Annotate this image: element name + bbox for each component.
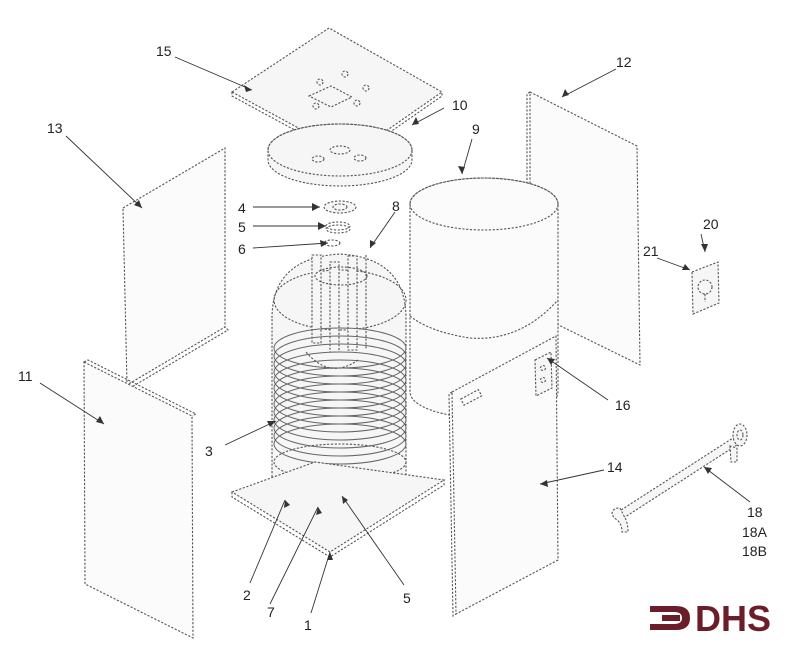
label-20: 20 (703, 216, 719, 232)
front-panel-14 (448, 335, 559, 618)
label-7: 7 (267, 604, 275, 620)
side-panel-11 (83, 359, 198, 639)
base-plate-1 (230, 461, 446, 558)
label-1: 1 (304, 617, 312, 633)
label-5-upper: 5 (238, 219, 246, 235)
gasket-5-upper (325, 221, 351, 234)
fitting-4 (323, 200, 357, 214)
label-11: 11 (18, 368, 33, 384)
thermostat-plate-21 (691, 261, 720, 315)
dhs-logo-text: DHS (695, 598, 771, 639)
label-14: 14 (607, 459, 623, 475)
label-10: 10 (452, 97, 468, 113)
label-18A: 18A (742, 524, 768, 540)
label-13: 13 (47, 120, 63, 136)
part-labels: 15 10 9 12 13 4 5 6 8 20 21 11 3 16 14 1… (18, 43, 768, 633)
label-18: 18 (747, 504, 763, 520)
leader-arrowheads (96, 85, 712, 560)
label-6: 6 (238, 241, 246, 257)
label-5-lower: 5 (403, 590, 411, 606)
side-panel-13 (122, 147, 229, 389)
label-18B: 18B (742, 543, 767, 559)
coil-heat-exchanger-3 (273, 327, 407, 481)
label-15: 15 (156, 43, 172, 59)
label-21: 21 (643, 243, 659, 259)
label-9: 9 (472, 121, 480, 137)
label-2: 2 (243, 587, 251, 603)
pipe-assembly-18 (611, 423, 748, 533)
label-4: 4 (238, 200, 246, 216)
label-8: 8 (392, 198, 400, 214)
label-3: 3 (205, 443, 213, 459)
dhs-logo: DHS (650, 598, 771, 639)
label-16: 16 (615, 397, 631, 413)
label-12: 12 (616, 54, 632, 70)
flange-6 (323, 239, 341, 247)
control-bracket-16 (534, 351, 553, 397)
insulation-lid-10 (267, 123, 413, 187)
